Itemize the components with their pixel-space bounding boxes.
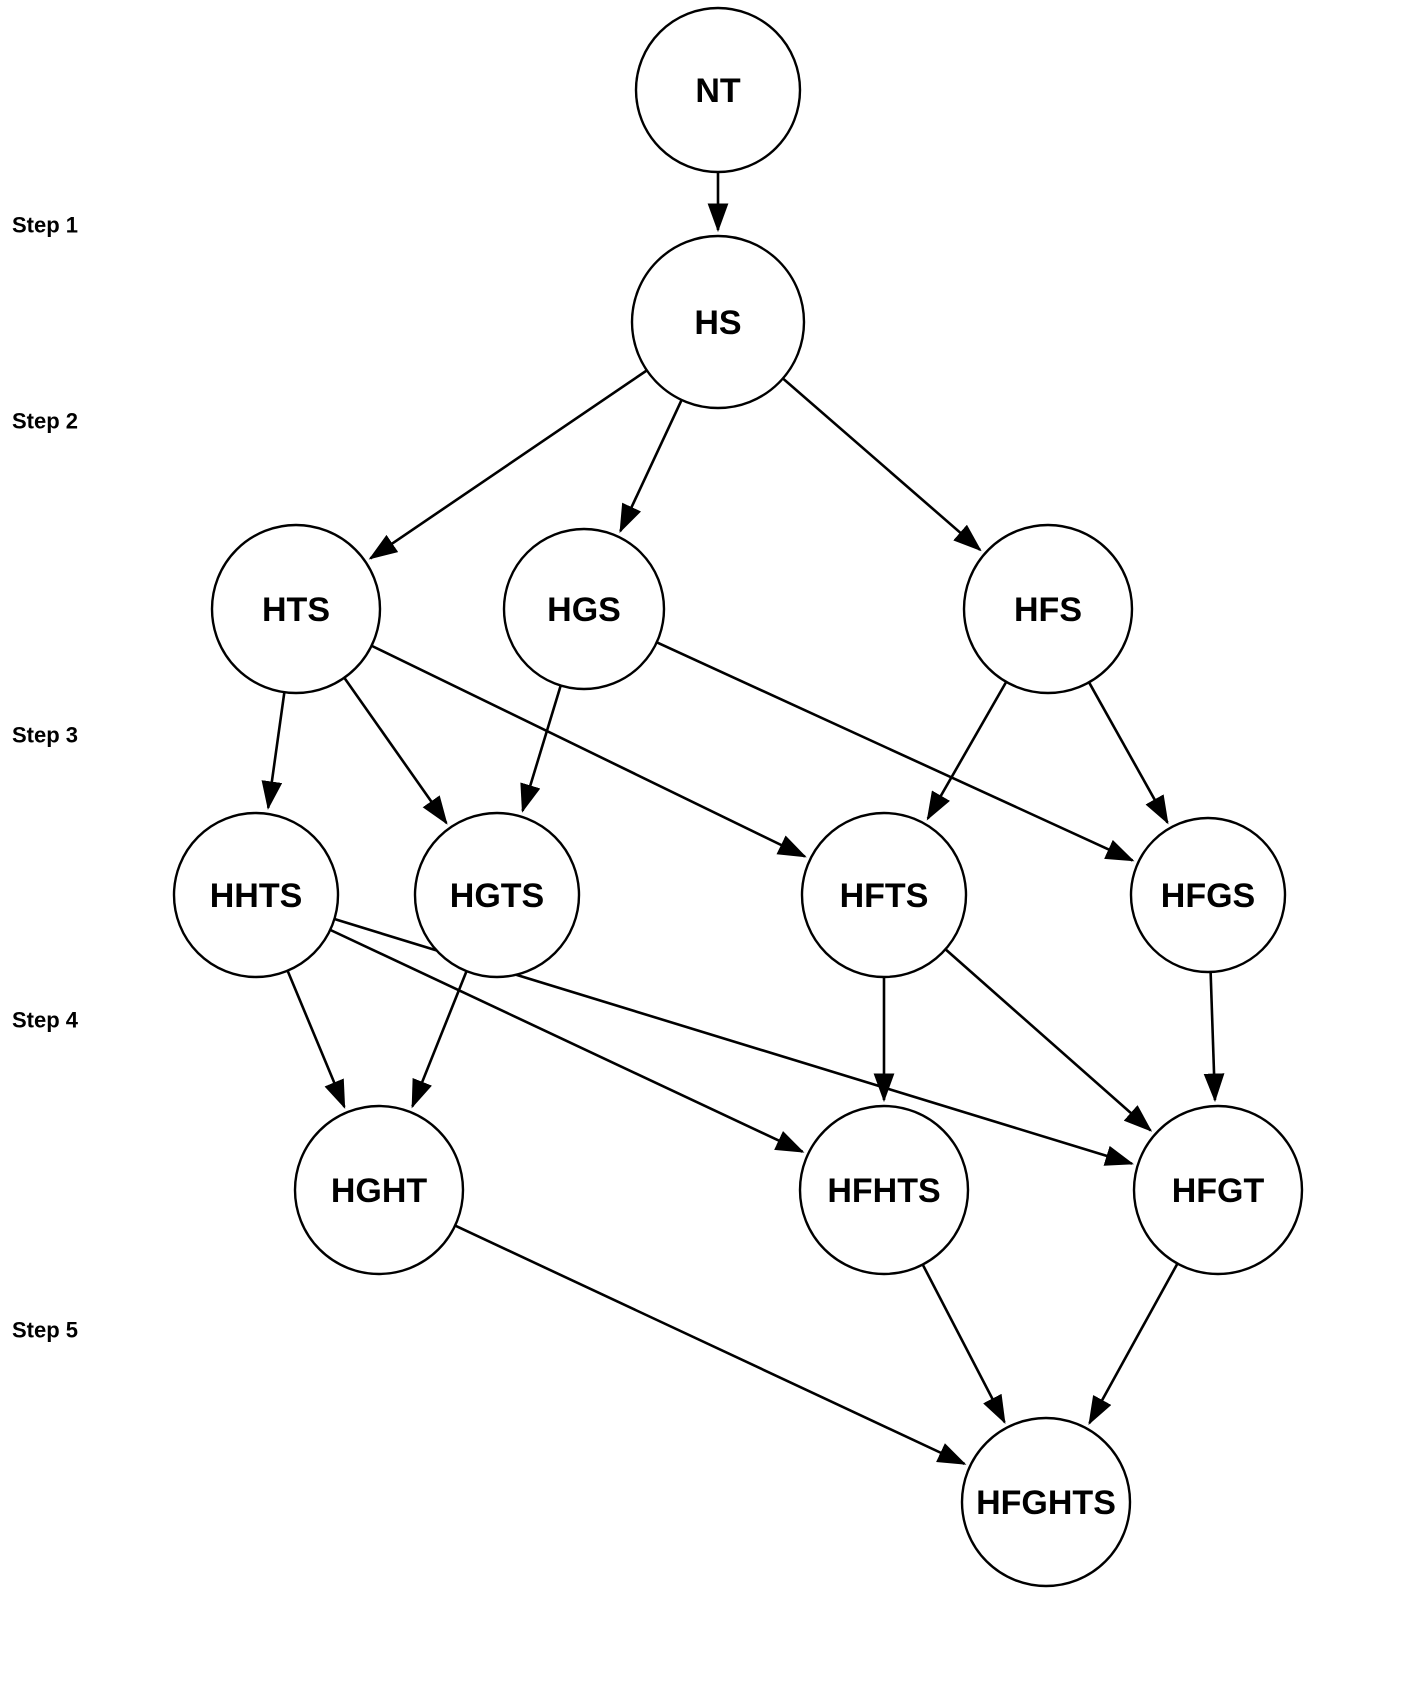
edge-hhts-to-hght	[286, 970, 346, 1109]
node-circle-hgts[interactable]	[413, 811, 581, 979]
edge-hs-to-hfs	[782, 377, 982, 552]
edge-hs-to-hts	[368, 369, 648, 560]
node-label-hfgt: HFGT	[1172, 1172, 1265, 1210]
edge-hts-to-hgts	[343, 676, 448, 825]
node-label-hgts: HGTS	[450, 877, 544, 915]
node-hgts[interactable]: HGTS	[413, 811, 581, 979]
node-hts[interactable]: HTS	[210, 523, 382, 695]
node-hfs[interactable]: HFS	[962, 523, 1134, 695]
node-hhts[interactable]: HHTS	[172, 811, 340, 979]
edge-hgs-to-hfgs	[656, 641, 1135, 862]
edge-hfs-to-hfts	[926, 681, 1008, 821]
nodes-layer: NT HS HTS HGS HFS HHTS HGTS HFTS HFGS HGHT HFHTS HF…	[172, 6, 1304, 1588]
node-label-hfhts: HFHTS	[827, 1172, 940, 1210]
node-label-hfghts: HFGHTS	[976, 1484, 1116, 1522]
edge-hfhts-to-hfghts	[921, 1263, 1006, 1424]
node-hght[interactable]: HGHT	[293, 1104, 465, 1276]
node-circle-hfgs[interactable]	[1129, 816, 1287, 974]
node-circle-hfts[interactable]	[800, 811, 968, 979]
node-hfgt[interactable]: HFGT	[1132, 1104, 1304, 1276]
node-hfhts[interactable]: HFHTS	[798, 1104, 970, 1276]
node-circle-hght[interactable]	[293, 1104, 465, 1276]
node-label-hfgs: HFGS	[1161, 877, 1255, 915]
node-hs[interactable]: HS	[630, 234, 806, 410]
node-circle-hfgt[interactable]	[1132, 1104, 1304, 1276]
node-label-hs: HS	[694, 304, 741, 342]
edge-hfs-to-hfgs	[1087, 681, 1169, 825]
step-label-step2: Step 2	[12, 409, 78, 434]
edge-hs-to-hgs	[619, 399, 683, 533]
edge-hfgs-to-hfgt	[1203, 971, 1225, 1103]
node-hgs[interactable]: HGS	[502, 527, 666, 691]
edge-hfts-to-hfgt	[944, 948, 1153, 1132]
edge-hhts-to-hfhts	[329, 928, 805, 1153]
node-label-hght: HGHT	[331, 1172, 428, 1210]
step-label-step4: Step 4	[12, 1008, 79, 1033]
node-circle-hhts[interactable]	[172, 811, 340, 979]
step-label-step3: Step 3	[12, 723, 78, 748]
node-circle-hfs[interactable]	[962, 523, 1134, 695]
node-label-hhts: HHTS	[210, 877, 303, 915]
step-label-step5: Step 5	[12, 1318, 78, 1343]
node-label-hfts: HFTS	[840, 877, 929, 915]
edge-hgts-to-hght	[411, 970, 468, 1109]
node-hfgs[interactable]: HFGS	[1129, 816, 1287, 974]
node-circle-hfhts[interactable]	[798, 1104, 970, 1276]
edge-hfgt-to-hfghts	[1088, 1262, 1179, 1426]
node-label-hts: HTS	[262, 591, 330, 629]
node-circle-hfghts[interactable]	[960, 1416, 1132, 1588]
node-nt[interactable]: NT	[634, 6, 802, 174]
node-hfts[interactable]: HFTS	[800, 811, 968, 979]
node-label-nt: NT	[695, 72, 741, 110]
edge-hgs-to-hgts	[520, 685, 562, 813]
node-hfghts[interactable]: HFGHTS	[960, 1416, 1132, 1588]
node-label-hfs: HFS	[1014, 591, 1082, 629]
node-label-hgs: HGS	[547, 591, 621, 629]
edge-hght-to-hfghts	[454, 1224, 967, 1466]
node-circle-nt[interactable]	[634, 6, 802, 174]
edge-hts-to-hhts	[261, 692, 286, 810]
node-circle-hs[interactable]	[630, 234, 806, 410]
node-circle-hts[interactable]	[210, 523, 382, 695]
step-label-step1: Step 1	[12, 213, 78, 238]
node-circle-hgs[interactable]	[502, 527, 666, 691]
step-labels-layer: Step 1 Step 2 Step 3 Step 4 Step 5	[12, 213, 79, 1343]
edge-hts-to-hfts	[370, 644, 807, 858]
